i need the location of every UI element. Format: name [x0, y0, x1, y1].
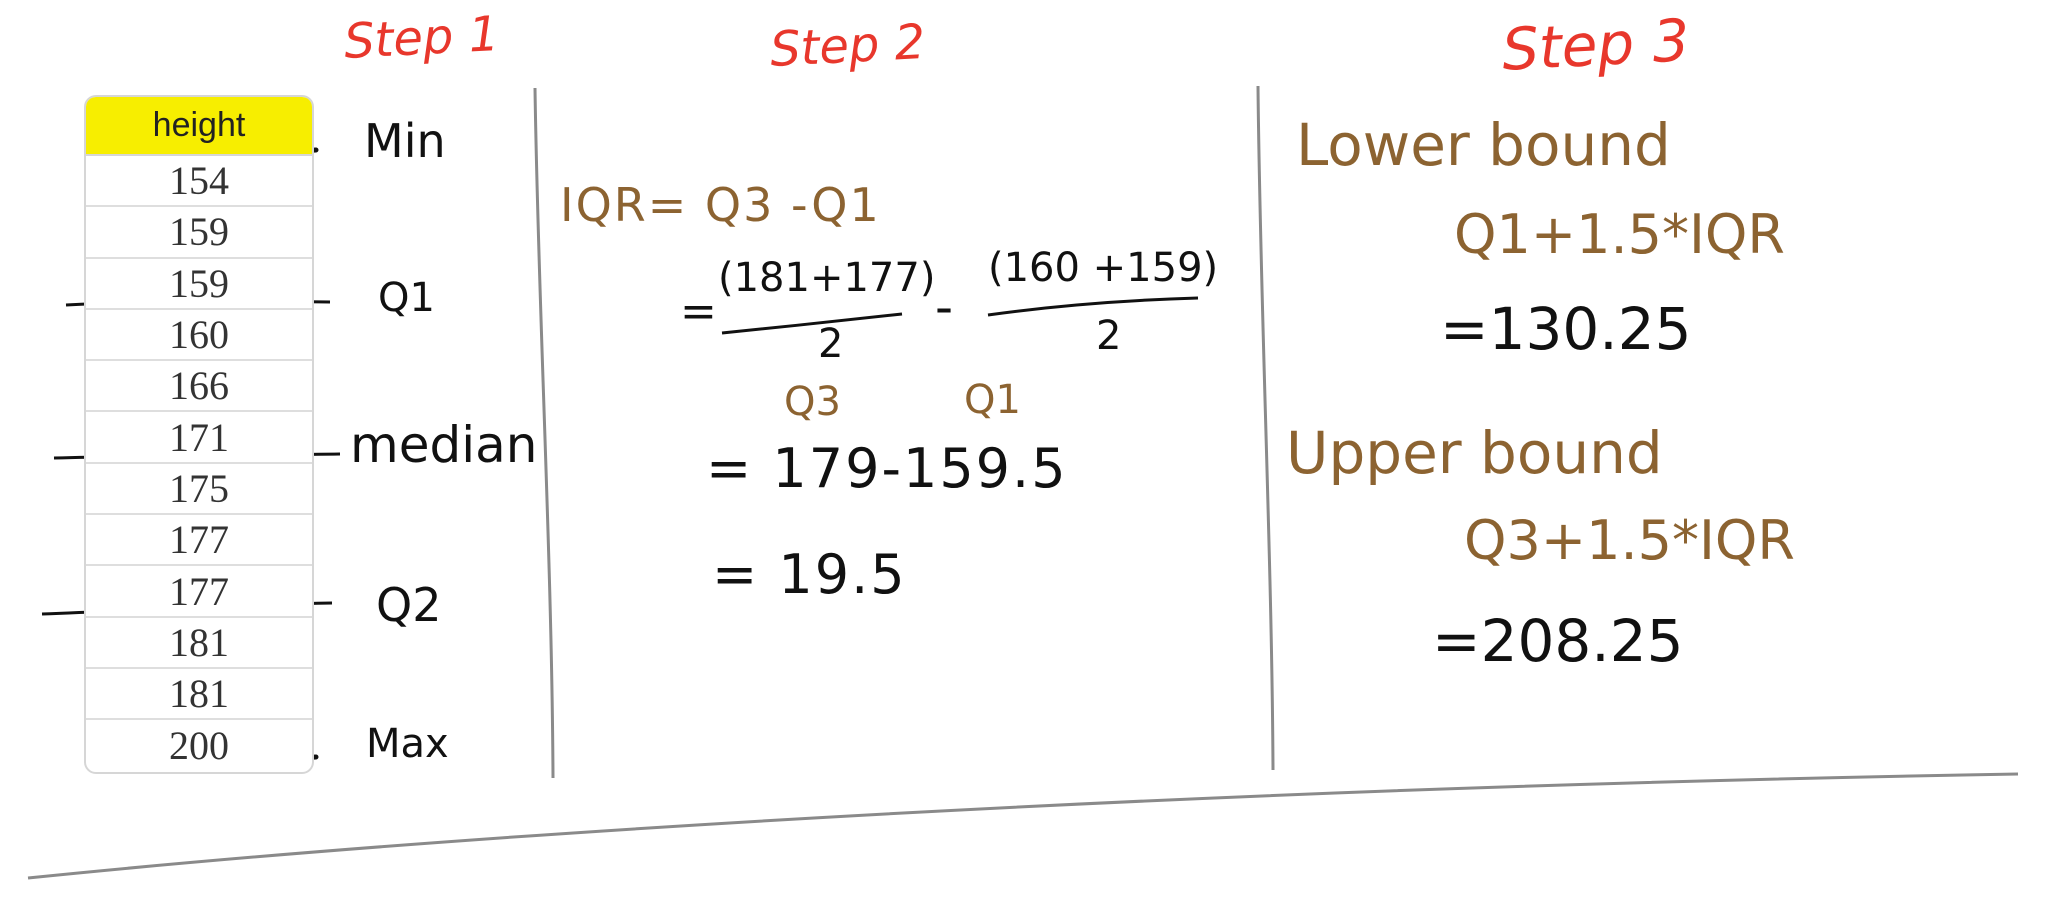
upper-bound-formula: Q3+1.5*IQR	[1464, 509, 1795, 572]
fraction-1-denominator: 2	[818, 321, 844, 367]
table-row: 181	[86, 618, 312, 669]
lower-bound-title: Lower bound	[1296, 111, 1671, 179]
table-row: 200	[169, 723, 229, 769]
fraction-2-denominator: 2	[1096, 313, 1122, 359]
table-row: 177	[86, 566, 312, 618]
upper-bound-title: Upper bound	[1286, 419, 1663, 487]
q1-marker-label: Q1	[378, 275, 435, 321]
table-row: 171	[86, 412, 312, 464]
fraction-2-numerator: (160 +159)	[988, 245, 1219, 291]
q1-annotation: Q1	[964, 377, 1021, 423]
step-3-heading: Step 3	[1500, 6, 1692, 84]
step2-line-3: = 19.5	[712, 543, 907, 606]
upper-bound-value: =208.25	[1432, 607, 1684, 675]
fraction-1-numerator: (181+177)	[718, 255, 936, 301]
table-row: 166	[86, 361, 312, 413]
step2-line-2: = 179-159.5	[706, 437, 1068, 500]
lower-bound-value: =130.25	[1440, 295, 1692, 363]
minus-sign: -	[935, 278, 956, 336]
bottom-rule	[27, 772, 2019, 880]
height-table: height 154 159 159 160 166 171 175 177 1…	[84, 95, 314, 774]
table-row: 159	[86, 207, 312, 259]
max-label: Max	[366, 721, 449, 767]
table-header: height	[86, 97, 312, 156]
lower-bound-formula: Q1+1.5*IQR	[1454, 203, 1785, 266]
table-row: 177	[86, 515, 312, 567]
table-row: 154	[86, 156, 312, 208]
q2-marker-label: Q2	[376, 578, 442, 632]
step-1-heading: Step 1	[342, 5, 501, 71]
q3-annotation: Q3	[784, 379, 841, 425]
iqr-definition: IQR= Q3 -Q1	[560, 178, 881, 232]
divider-left	[533, 87, 555, 779]
fraction-bar-2	[987, 296, 1199, 317]
step-2-heading: Step 2	[768, 13, 927, 79]
fraction-bar-1	[721, 312, 903, 335]
table-row: 181	[86, 669, 312, 721]
divider-right	[1256, 85, 1275, 771]
median-label: median	[350, 416, 538, 474]
table-row: 160	[86, 310, 312, 362]
table-row: 175	[86, 464, 312, 516]
min-label: Min	[364, 114, 446, 168]
equals-sign: =	[680, 286, 719, 337]
table-row: 159	[86, 259, 312, 310]
